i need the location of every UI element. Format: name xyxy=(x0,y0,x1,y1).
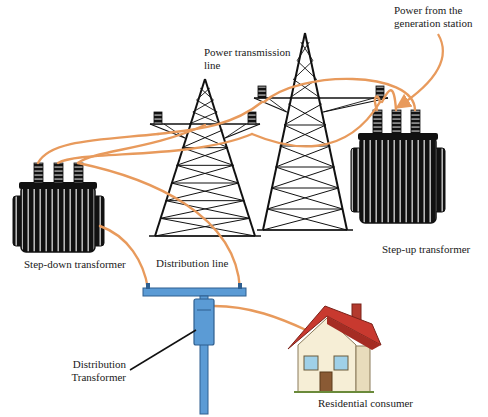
illustration-part xyxy=(38,134,158,163)
tower-strut xyxy=(268,98,287,112)
tower-strut xyxy=(284,125,326,126)
illustration-part xyxy=(288,306,381,349)
tower-strut xyxy=(193,100,214,112)
illustration-part xyxy=(21,186,95,252)
illustration-part xyxy=(356,346,370,392)
tower-strut xyxy=(267,209,347,230)
tower-strut xyxy=(323,98,374,112)
tower-strut xyxy=(276,167,339,188)
illustration-part xyxy=(392,110,401,134)
tower-strut xyxy=(182,148,233,166)
tower-strut xyxy=(271,188,338,189)
tower-strut xyxy=(200,88,213,100)
illustration-part xyxy=(194,299,214,345)
tower-strut xyxy=(280,125,326,146)
tower-strut xyxy=(205,79,255,236)
tower-base xyxy=(257,229,353,231)
illustration-part xyxy=(74,163,83,183)
tower-strut xyxy=(197,88,210,100)
illustration-part xyxy=(264,79,415,110)
lattice-tower xyxy=(149,79,261,236)
tower-strut xyxy=(225,124,246,138)
source-label: Power from the generation station xyxy=(394,4,484,30)
illustration-part xyxy=(54,163,63,183)
transformer-label: Distribution Transformer xyxy=(56,358,126,384)
tower-strut xyxy=(189,112,217,124)
distribution-pole xyxy=(143,283,246,414)
transmission-wires xyxy=(38,79,415,163)
tower-strut xyxy=(177,165,239,183)
tower-strut xyxy=(293,61,313,80)
illustration-part xyxy=(252,102,380,146)
step-up-transformer xyxy=(351,110,445,223)
transformer-label: Step-down transformer xyxy=(24,258,126,271)
insulator xyxy=(154,112,162,124)
illustration-part xyxy=(34,163,43,183)
tower-strut xyxy=(171,183,244,201)
generation-arrow xyxy=(398,34,443,107)
tower-strut xyxy=(280,146,334,167)
illustration-part xyxy=(320,372,332,392)
consumer-label: Residential consumer xyxy=(318,397,413,410)
tower-strut xyxy=(276,167,335,168)
illustration-part xyxy=(146,283,150,289)
insulator xyxy=(258,86,266,98)
house-illustration xyxy=(288,304,381,392)
step-down-transformer xyxy=(13,163,104,252)
illustration-part xyxy=(197,310,211,311)
lattice-tower xyxy=(254,33,388,230)
tower-strut xyxy=(254,97,388,99)
illustration-part xyxy=(238,283,242,289)
leader-line xyxy=(130,330,196,370)
tower-strut xyxy=(284,104,322,125)
tower-strut xyxy=(171,183,239,184)
tower-label: Power transmission line xyxy=(204,46,296,72)
tower-strut xyxy=(284,125,330,146)
tower-strut xyxy=(155,218,250,236)
tower-strut xyxy=(276,146,330,167)
illustration-part xyxy=(327,316,381,350)
illustration-part xyxy=(334,356,348,370)
illustration-part xyxy=(78,125,205,163)
illustration-part xyxy=(78,163,240,289)
illustration-part xyxy=(382,90,396,110)
tower-strut xyxy=(193,112,221,124)
tower-strut xyxy=(267,209,343,210)
tower-base xyxy=(149,235,261,237)
illustration-part xyxy=(373,110,382,134)
tower-strut xyxy=(263,209,343,230)
tower-strut xyxy=(288,104,326,125)
illustration-part xyxy=(411,110,420,134)
illustration-part xyxy=(360,137,436,223)
illustration-part xyxy=(100,226,148,289)
tower-strut xyxy=(166,201,250,219)
transformer-label: Step-up transformer xyxy=(382,243,470,256)
tower-strut xyxy=(271,167,334,188)
illustration-part xyxy=(304,356,318,370)
tower-strut xyxy=(171,165,233,183)
tower-strut xyxy=(197,100,218,112)
illustration-part xyxy=(143,288,246,296)
tower-strut xyxy=(267,188,338,209)
tower-strut xyxy=(271,188,342,209)
tower-strut xyxy=(177,165,234,166)
transmission-towers xyxy=(149,33,388,236)
tower-strut xyxy=(297,42,309,61)
line-label: Distribution line xyxy=(156,257,228,270)
distribution-wires xyxy=(78,163,306,330)
illustration-part xyxy=(214,306,306,330)
insulator xyxy=(248,112,256,124)
illustration-part xyxy=(294,391,374,393)
illustration-part xyxy=(158,102,262,134)
tower-strut xyxy=(297,61,317,80)
